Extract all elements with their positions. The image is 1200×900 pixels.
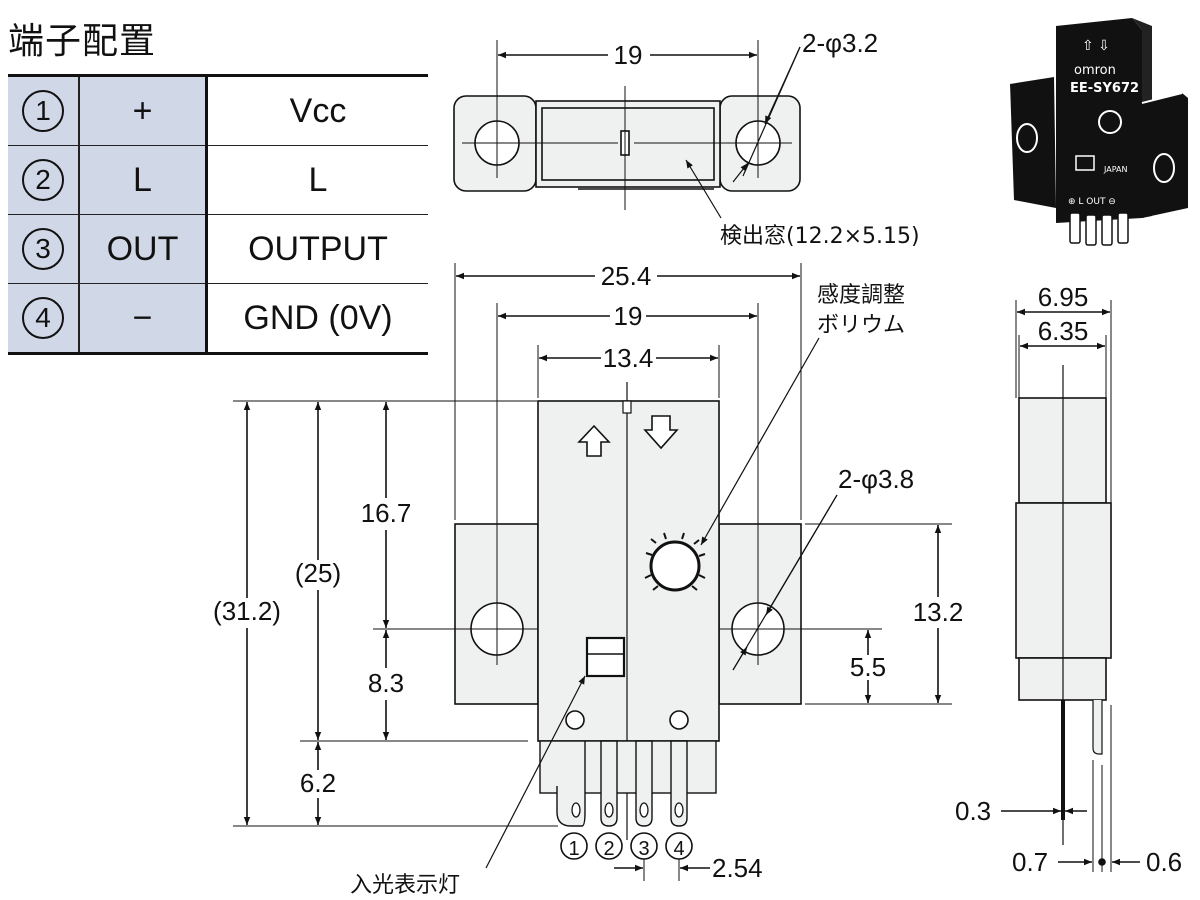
hole-leader [732,646,748,671]
pin-symbol: L [79,145,208,215]
pin-number: 3 [22,228,64,270]
photo-terminals [1069,212,1129,246]
pin-number-1: 1 [568,838,579,860]
body-width: 13.4 [603,343,654,373]
leader-line [764,46,801,125]
dim-dot [1098,858,1106,866]
photo-left-flange [1010,76,1056,208]
dim-31-2: (31.2) [213,596,281,626]
dimension-labels: 19 2-φ3.2 検出窓(12.2×5.15) 25.4 19 13.4 感度… [213,28,1182,898]
overall-width: 25.4 [601,261,652,291]
tab-profile [1092,700,1103,755]
hole-leader [765,494,838,616]
side-view [1001,300,1140,872]
dim-25: (25) [295,558,341,588]
dim-6-35: 6.35 [1038,316,1089,346]
front-hole-pitch: 19 [614,301,643,331]
pin-symbol: OUT [79,214,208,284]
pin-table: 1 + Vcc 2 L L 3 OUT OUTPUT 4 − GND (0V) [8,74,428,355]
indicator-leader [485,675,586,869]
pin-number-3: 3 [638,838,649,860]
photo-edge [1009,75,1055,84]
adjust-label-line1: 感度調整 [817,283,905,308]
photo-brand: omron [1074,63,1116,78]
dim-0-3: 0.3 [955,796,991,826]
indicator-lamp [585,636,626,678]
detection-window [541,107,715,181]
pin-name: OUTPUT [206,214,428,284]
photo-screw-right [1153,153,1175,183]
pin-holes [571,802,684,818]
down-arrow-icon [643,415,679,450]
photo-screw-left [1016,123,1038,153]
top-hole-pitch: 19 [614,40,643,70]
front-view [233,263,952,881]
photo-terminal-marks: ⊕ L OUT ⊖ [1068,197,1116,207]
pin-name: Vcc [206,74,428,146]
product-photo: ⇧ ⇩ omron EE-SY672 JAPAN ⊕ L OUT ⊖ [1009,18,1188,246]
pin-number: 2 [22,159,64,201]
photo-right-flange [1142,93,1188,218]
terminal-pin [635,740,653,827]
pin-number-cell: 3 [8,214,80,284]
terminal-pin [670,740,688,827]
window-leader [685,159,722,219]
pin-name: GND (0V) [206,283,428,355]
window-label: 検出窓(12.2×5.15) [720,224,920,249]
leader-line [732,162,749,183]
pin-pitch: 2.54 [712,853,763,883]
up-arrow-icon [577,424,611,457]
dim-16-7: 16.7 [361,498,412,528]
pin-number-cell: 2 [8,145,80,215]
photo-model: EE-SY672 [1070,81,1139,96]
pin-number-cell: 1 [8,74,80,146]
photo-origin: JAPAN [1103,165,1127,174]
top-hole-dia: 2-φ3.2 [802,28,878,58]
dim-6-2: 6.2 [300,768,336,798]
pin-number-4: 4 [673,838,684,860]
terminal-pin [600,740,618,827]
pin-number: 4 [22,297,64,339]
knob-ticks [644,532,706,591]
knob-leader [700,337,820,546]
photo-knob [1098,110,1122,134]
front-hole-dia: 2-φ3.8 [838,464,914,494]
pin-number-cell: 4 [8,283,80,355]
notch [622,400,632,414]
table-row: 2 L L [8,145,428,215]
dim-0-7: 0.7 [1012,847,1048,877]
pin-number-2: 2 [603,838,614,860]
dim-5-5: 5.5 [850,652,886,682]
pin-name: L [206,145,428,215]
sensitivity-knob-icon [649,540,701,592]
table-row: 3 OUT OUTPUT [8,214,428,284]
adjust-label-line2: ボリウム [817,313,905,338]
pin-number: 1 [22,90,64,132]
table-row: 4 − GND (0V) [8,283,428,355]
table-row: 1 + Vcc [8,74,428,146]
photo-arrows: ⇧ ⇩ [1082,38,1110,54]
page-title: 端子配置 [8,21,157,62]
dim-13-2: 13.2 [913,597,964,627]
pin-symbol: − [79,283,208,355]
indicator-label: 入光表示灯 [350,873,460,898]
dim-8-3: 8.3 [368,668,404,698]
photo-indicator [1075,155,1095,171]
top-view [453,40,801,219]
pin-symbol: + [79,74,208,146]
screw-mark-left [565,710,585,730]
dim-6-95: 6.95 [1038,282,1089,312]
screw-mark-right [669,710,689,730]
photo-edge [1141,92,1183,104]
dim-0-6: 0.6 [1146,847,1182,877]
